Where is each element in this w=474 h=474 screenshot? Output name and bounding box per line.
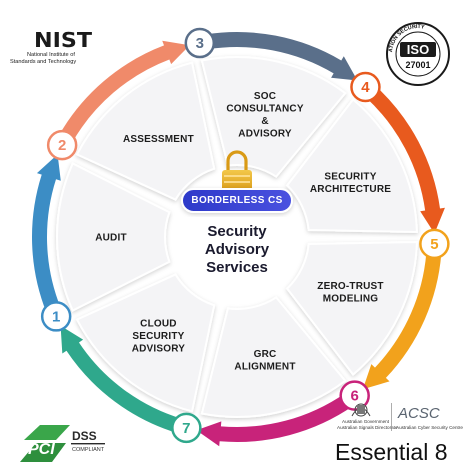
nist-logo-mark: NIST [34, 28, 92, 52]
australian-coat-of-arms-icon [351, 403, 371, 417]
segment-3-label-line-1: SOC [254, 91, 276, 102]
iso-seal-bottom: 27001 [405, 60, 430, 70]
center-title-line-3: Services [206, 259, 268, 276]
cycle-ring [31, 32, 445, 447]
iso-seal-top: ISO [407, 42, 429, 57]
segment-6-label-line-1: GRC [254, 349, 277, 360]
pci-dss-text: DSS [72, 429, 97, 443]
cycle-arrow-segment-1 [31, 154, 61, 313]
center-title-line-1: Security [207, 223, 267, 240]
segment-panel-6 [200, 296, 347, 418]
step-number-1: 1 [52, 308, 60, 325]
segment-3-label-line-4: ADVISORY [238, 128, 292, 139]
step-badge-2 [46, 129, 78, 161]
step-number-2: 2 [58, 137, 66, 154]
step-badge-5 [419, 228, 450, 260]
cycle-arrow-segment-3 [205, 32, 358, 81]
segment-5-label-line-2: MODELING [323, 293, 379, 304]
acsc-essential-8-logo: Australian Government Australian Signals… [335, 403, 463, 465]
nist-logo: NIST National Institute of Standards and… [10, 28, 92, 65]
segment-panels [56, 56, 418, 418]
pci-dss-logo: PCI DSS COMPLIANT [20, 425, 105, 462]
segment-4-label-line-2: ARCHITECTURE [310, 184, 391, 195]
acsc-mark: ACSC [397, 405, 440, 422]
segment-panel-3 [200, 56, 347, 178]
segment-panel-2 [75, 61, 216, 201]
segment-7-label-line-1: CLOUD [140, 319, 177, 330]
essential-8-label: Essential 8 [335, 439, 448, 465]
segment-panel-5 [285, 241, 418, 376]
step-number-7: 7 [182, 420, 190, 437]
step-badge-7 [171, 412, 202, 444]
segment-5-label-line-1: ZERO-TRUST [317, 281, 383, 292]
segment-labels: AUDITASSESSMENTSOCCONSULTANCY&ADVISORYSE… [95, 91, 391, 373]
borderless-cs-badge: BORDERLESS CS [181, 188, 293, 213]
pci-compliant-text: COMPLIANT [72, 447, 105, 453]
cycle-arrow-segment-7 [60, 325, 182, 434]
step-number-3: 3 [196, 35, 204, 52]
lock-icon [222, 150, 252, 192]
acsc-gov-line-1: Australian Government [342, 419, 390, 424]
segment-7-label-line-2: SECURITY [132, 331, 184, 342]
step-number-6: 6 [351, 388, 359, 405]
segment-7-label-line-3: ADVISORY [132, 344, 186, 355]
pill-label: BORDERLESS CS [191, 195, 282, 206]
step-number-4: 4 [361, 79, 370, 96]
nist-logo-line-2: Standards and Technology [10, 59, 76, 65]
segment-panel-4 [285, 98, 418, 233]
segment-4-label-line-1: SECURITY [324, 172, 376, 183]
acsc-gov-line-2: Australian Signals Directorate [337, 425, 398, 430]
acsc-sub: Australian Cyber Security Centre [396, 425, 463, 430]
cycle-arrow-segment-5 [362, 250, 442, 390]
step-badge-3 [184, 27, 216, 59]
segment-2-label-line-1: ASSESSMENT [123, 134, 194, 145]
cycle-arrow-segment-6 [196, 393, 354, 447]
step-number-5: 5 [430, 236, 438, 253]
segment-1-label-line-1: AUDIT [95, 233, 127, 244]
center-title-line-2: Advisory [205, 241, 270, 258]
segment-panel-1 [56, 162, 171, 312]
nist-logo-line-1: National Institute of [27, 52, 75, 58]
pci-mark: PCI [28, 441, 55, 458]
segment-6-label-line-2: ALIGNMENT [234, 362, 295, 373]
step-badge-1 [40, 301, 72, 332]
step-badge-4 [350, 71, 381, 103]
segment-3-label-line-3: & [261, 116, 268, 127]
segment-3-label-line-2: CONSULTANCY [226, 103, 304, 114]
segment-panel-7 [75, 273, 216, 413]
cycle-arrow-segment-4 [365, 86, 445, 234]
cycle-arrow-segment-2 [58, 40, 190, 143]
